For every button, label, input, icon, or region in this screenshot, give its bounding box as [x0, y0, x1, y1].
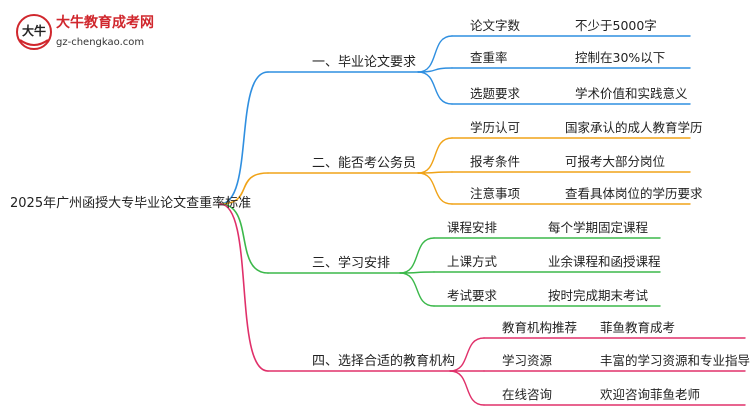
leaf-value: 查看具体岗位的学历要求 [565, 186, 703, 201]
logo: 大牛 大牛教育成考网 gz-chengkao.com [14, 10, 184, 60]
branch-connector [219, 203, 269, 372]
leaf-value: 可报考大部分岗位 [565, 154, 666, 169]
branch-label-3: 三、学习安排 [312, 256, 391, 271]
leaf-key: 学习资源 [502, 353, 553, 368]
leaf-connector [399, 237, 435, 274]
leaf-connector [417, 35, 453, 73]
leaf-value: 控制在30%以下 [575, 50, 666, 65]
leaf-connector [417, 172, 453, 205]
leaf-key: 注意事项 [470, 186, 521, 201]
leaf-connector [417, 137, 453, 174]
leaf-key: 论文字数 [470, 18, 521, 33]
logo-mark-text: 大牛 [22, 23, 46, 38]
leaf-connector [417, 67, 453, 73]
leaf-value: 丰富的学习资源和专业指导 [600, 353, 750, 368]
leaf-connector [417, 71, 453, 105]
leaf-key: 考试要求 [447, 288, 498, 303]
leaf-key: 报考条件 [470, 154, 521, 169]
leaf-value: 业余课程和函授课程 [548, 254, 661, 269]
leaf-value: 欢迎咨询菲鱼老师 [600, 387, 701, 402]
leaf-key: 课程安排 [447, 220, 498, 235]
leaf-key: 上课方式 [447, 254, 498, 269]
leaf-value: 不少于5000字 [575, 18, 657, 33]
leaf-value: 菲鱼教育成考 [600, 320, 676, 335]
branch-connector [219, 71, 269, 205]
branch-label-2: 二、能否考公务员 [312, 156, 417, 171]
branch-label-4: 四、选择合适的教育机构 [312, 354, 456, 369]
leaf-key: 学历认可 [470, 120, 521, 135]
leaf-value: 按时完成期末考试 [548, 288, 649, 303]
logo-title: 大牛教育成考网 [56, 15, 154, 31]
leaf-key: 选题要求 [470, 86, 521, 101]
leaf-key: 查重率 [470, 50, 508, 65]
branch-label-1: 一、毕业论文要求 [312, 55, 417, 70]
leaf-connector [449, 337, 485, 372]
leaf-connector [399, 272, 435, 307]
leaf-key: 教育机构推荐 [502, 320, 578, 335]
leaf-connector [449, 370, 485, 406]
root-node: 2025年广州函授大专毕业论文查重率标准 [10, 196, 252, 211]
leaf-value: 每个学期固定课程 [548, 220, 649, 235]
leaf-value: 国家承认的成人教育学历 [565, 120, 703, 135]
leaf-value: 学术价值和实践意义 [575, 86, 688, 101]
logo-mark-icon: 大牛 [16, 14, 52, 50]
branch-connector [219, 172, 269, 205]
logo-url: gz-chengkao.com [56, 37, 145, 48]
branch-connector [219, 203, 269, 274]
leaf-key: 在线咨询 [502, 387, 553, 402]
